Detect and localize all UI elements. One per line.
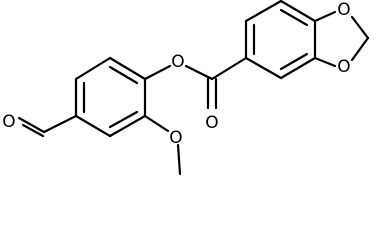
bond-aldehyde-c-double-o-b [21,123,45,138]
bond-ch2-o-bottom [350,36,370,62]
ring-left-bond-3-inner [108,65,139,85]
structure-diagram: O O O O O O [2,0,370,176]
ring-right-bond-6 [244,56,283,80]
atom-o-methoxy: O [169,128,182,148]
ring-right-bond-3-inner [279,8,309,27]
bond-aldehyde-c-ring [42,114,78,134]
ring-right-bond-5-inner [279,52,309,71]
ring-left-bond-5-inner [108,110,139,129]
molecule-drawing: O O O O O O [2,0,370,176]
ring-left-bond-6 [74,114,112,138]
ring-left-bond-2 [74,56,112,81]
benzene-ring-right [244,0,317,80]
dioxole-ring [313,10,370,68]
aldehyde-group [17,114,78,138]
bond-aldehyde-c-double-o-a [17,116,46,134]
bond-carbonyl-c-ring [210,56,248,81]
benzene-ring-left [74,56,147,138]
atom-o-dioxole-top: O [337,0,350,20]
atom-o-carbonyl: O [205,113,218,133]
ring-right-bond-3 [279,0,317,23]
atom-o-aldehyde: O [2,112,15,132]
bond-o-top-ch2 [350,15,370,40]
bond-ring-methoxy-o [143,114,170,133]
bond-ring-ester-o [143,64,172,81]
atom-o-dioxole-bottom: O [337,57,350,77]
bond-o-bottom-ring [313,56,337,68]
ring-right-bond-5 [279,56,317,80]
atom-o-ester-bridge: O [171,52,184,72]
bond-ring-o-top [313,10,337,23]
ring-right-bond-2 [244,0,283,23]
ring-left-bond-5 [108,114,147,138]
bond-ester-o-carbonyl-c [184,64,214,81]
ester-linkage [143,56,248,110]
ring-left-bond-3 [108,56,147,81]
methoxy-group [143,114,182,176]
bond-methoxy-o-ch3 [176,143,182,176]
